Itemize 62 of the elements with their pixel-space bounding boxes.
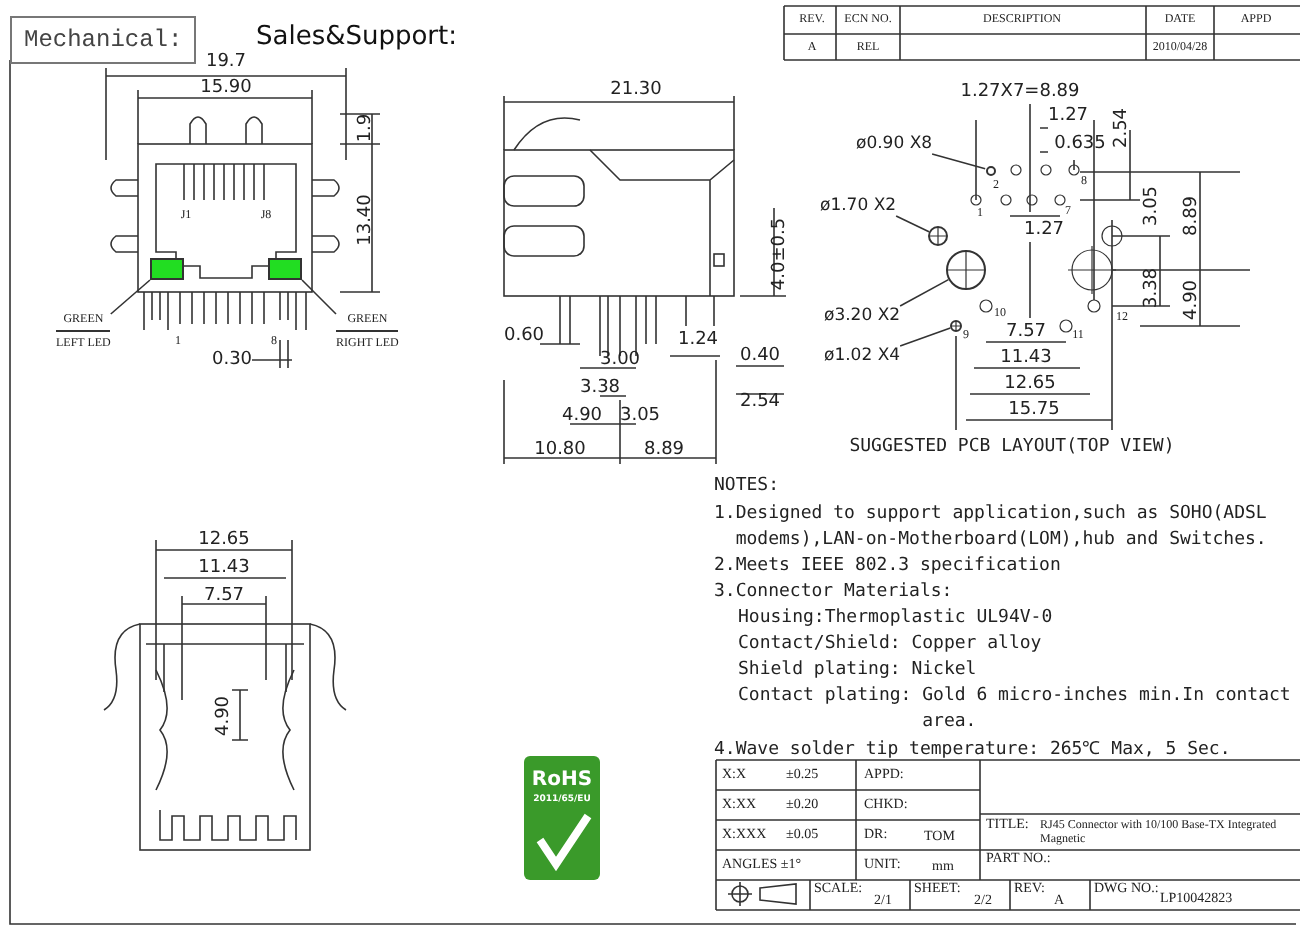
- dimension-label: 11.43: [198, 558, 250, 578]
- dimension-label: 15.75: [1008, 400, 1060, 420]
- dimension-label: 1.24: [677, 330, 719, 350]
- dimension-label: 0.60: [503, 326, 545, 346]
- mounting-hole: [946, 250, 986, 290]
- leader-line: [301, 279, 337, 315]
- mounting-hole: [985, 165, 995, 175]
- dimension-label: 3.05: [619, 406, 661, 426]
- dimension-label: 2.54: [739, 392, 781, 412]
- leader-line: [899, 327, 952, 347]
- dimension-label: 15.90: [200, 78, 252, 98]
- dimension-label: 19.7: [205, 52, 247, 72]
- dimension-label: 2.54: [1112, 107, 1132, 149]
- leader-line: [110, 279, 151, 315]
- note-text: 3.Connector Materials:: [714, 580, 953, 606]
- callout-label: ø3.20 X2: [824, 306, 901, 326]
- callout-label: ø0.90 X8: [856, 134, 933, 154]
- badge-text: RoHS: [531, 769, 593, 791]
- notes-heading: NOTES:: [714, 474, 780, 500]
- drawing-caption: SUGGESTED PCB LAYOUT(TOP VIEW): [849, 435, 1175, 461]
- mounting-hole: [950, 320, 962, 332]
- dimension-label: 11.43: [1000, 348, 1052, 368]
- dimension-label: 1.27: [1047, 106, 1089, 126]
- note-text: Shield plating: Nickel: [738, 658, 977, 684]
- dimension-label: 3.05: [1142, 185, 1162, 227]
- note-text: Housing:Thermoplastic UL94V-0: [738, 606, 1053, 632]
- dimension-label: 12.65: [198, 530, 250, 550]
- dimension-label: 4.90: [214, 695, 234, 737]
- mounting-hole: [928, 226, 948, 246]
- dimension-label: 1.9: [356, 113, 376, 143]
- dimension-label: 3.00: [599, 350, 641, 370]
- dimension-label: 7.57: [1005, 322, 1047, 342]
- leader-line: [931, 153, 986, 170]
- dimension-label: 21.30: [610, 80, 662, 100]
- leader-line: [895, 215, 930, 233]
- dimension-label: 13.40: [356, 194, 376, 246]
- contact-label: Sales&Support:: [256, 22, 458, 52]
- section-heading: Mechanical:: [10, 16, 197, 64]
- dimension-label: 3.38: [1142, 267, 1162, 309]
- callout-label: ø1.02 X4: [824, 346, 901, 366]
- note-text: Contact plating: Gold 6 micro-inches min.In contact area.: [738, 684, 1293, 736]
- dimension-label: 1.27X7=8.89: [960, 82, 1080, 102]
- note-text: 2.Meets IEEE 802.3 specification: [714, 554, 1061, 580]
- note-text: 1.Designed to support application,such as SOHO(ADSL modems),LAN-on-Motherboard(LOM),hub and Switches.: [714, 502, 1269, 554]
- dimension-label: 8.89: [1182, 195, 1202, 237]
- note-text: 4.Wave solder tip temperature: 265℃ Max, 5 Sec.: [714, 738, 1231, 764]
- led-indicator: [268, 258, 302, 280]
- dimension-label: 7.57: [203, 586, 245, 606]
- dimension-label: 4.90: [1182, 279, 1202, 321]
- dimension-label: 3.38: [579, 378, 621, 398]
- dimension-label: 0.30: [211, 350, 253, 370]
- note-text: Contact/Shield: Copper alloy: [738, 632, 1042, 658]
- dimension-label: 10.80: [534, 440, 586, 460]
- leader-line: [899, 278, 950, 307]
- dimension-label: 12.65: [1004, 374, 1056, 394]
- dimension-label: 4.0±0.5: [770, 217, 790, 291]
- dimension-label: 8.89: [643, 440, 685, 460]
- dimension-label: 4.90: [561, 406, 603, 426]
- dimension-label: 0.40: [739, 346, 781, 366]
- callout-label: ø1.70 X2: [820, 196, 897, 216]
- led-indicator: [150, 258, 184, 280]
- dimension-label: 1.27: [1023, 220, 1065, 240]
